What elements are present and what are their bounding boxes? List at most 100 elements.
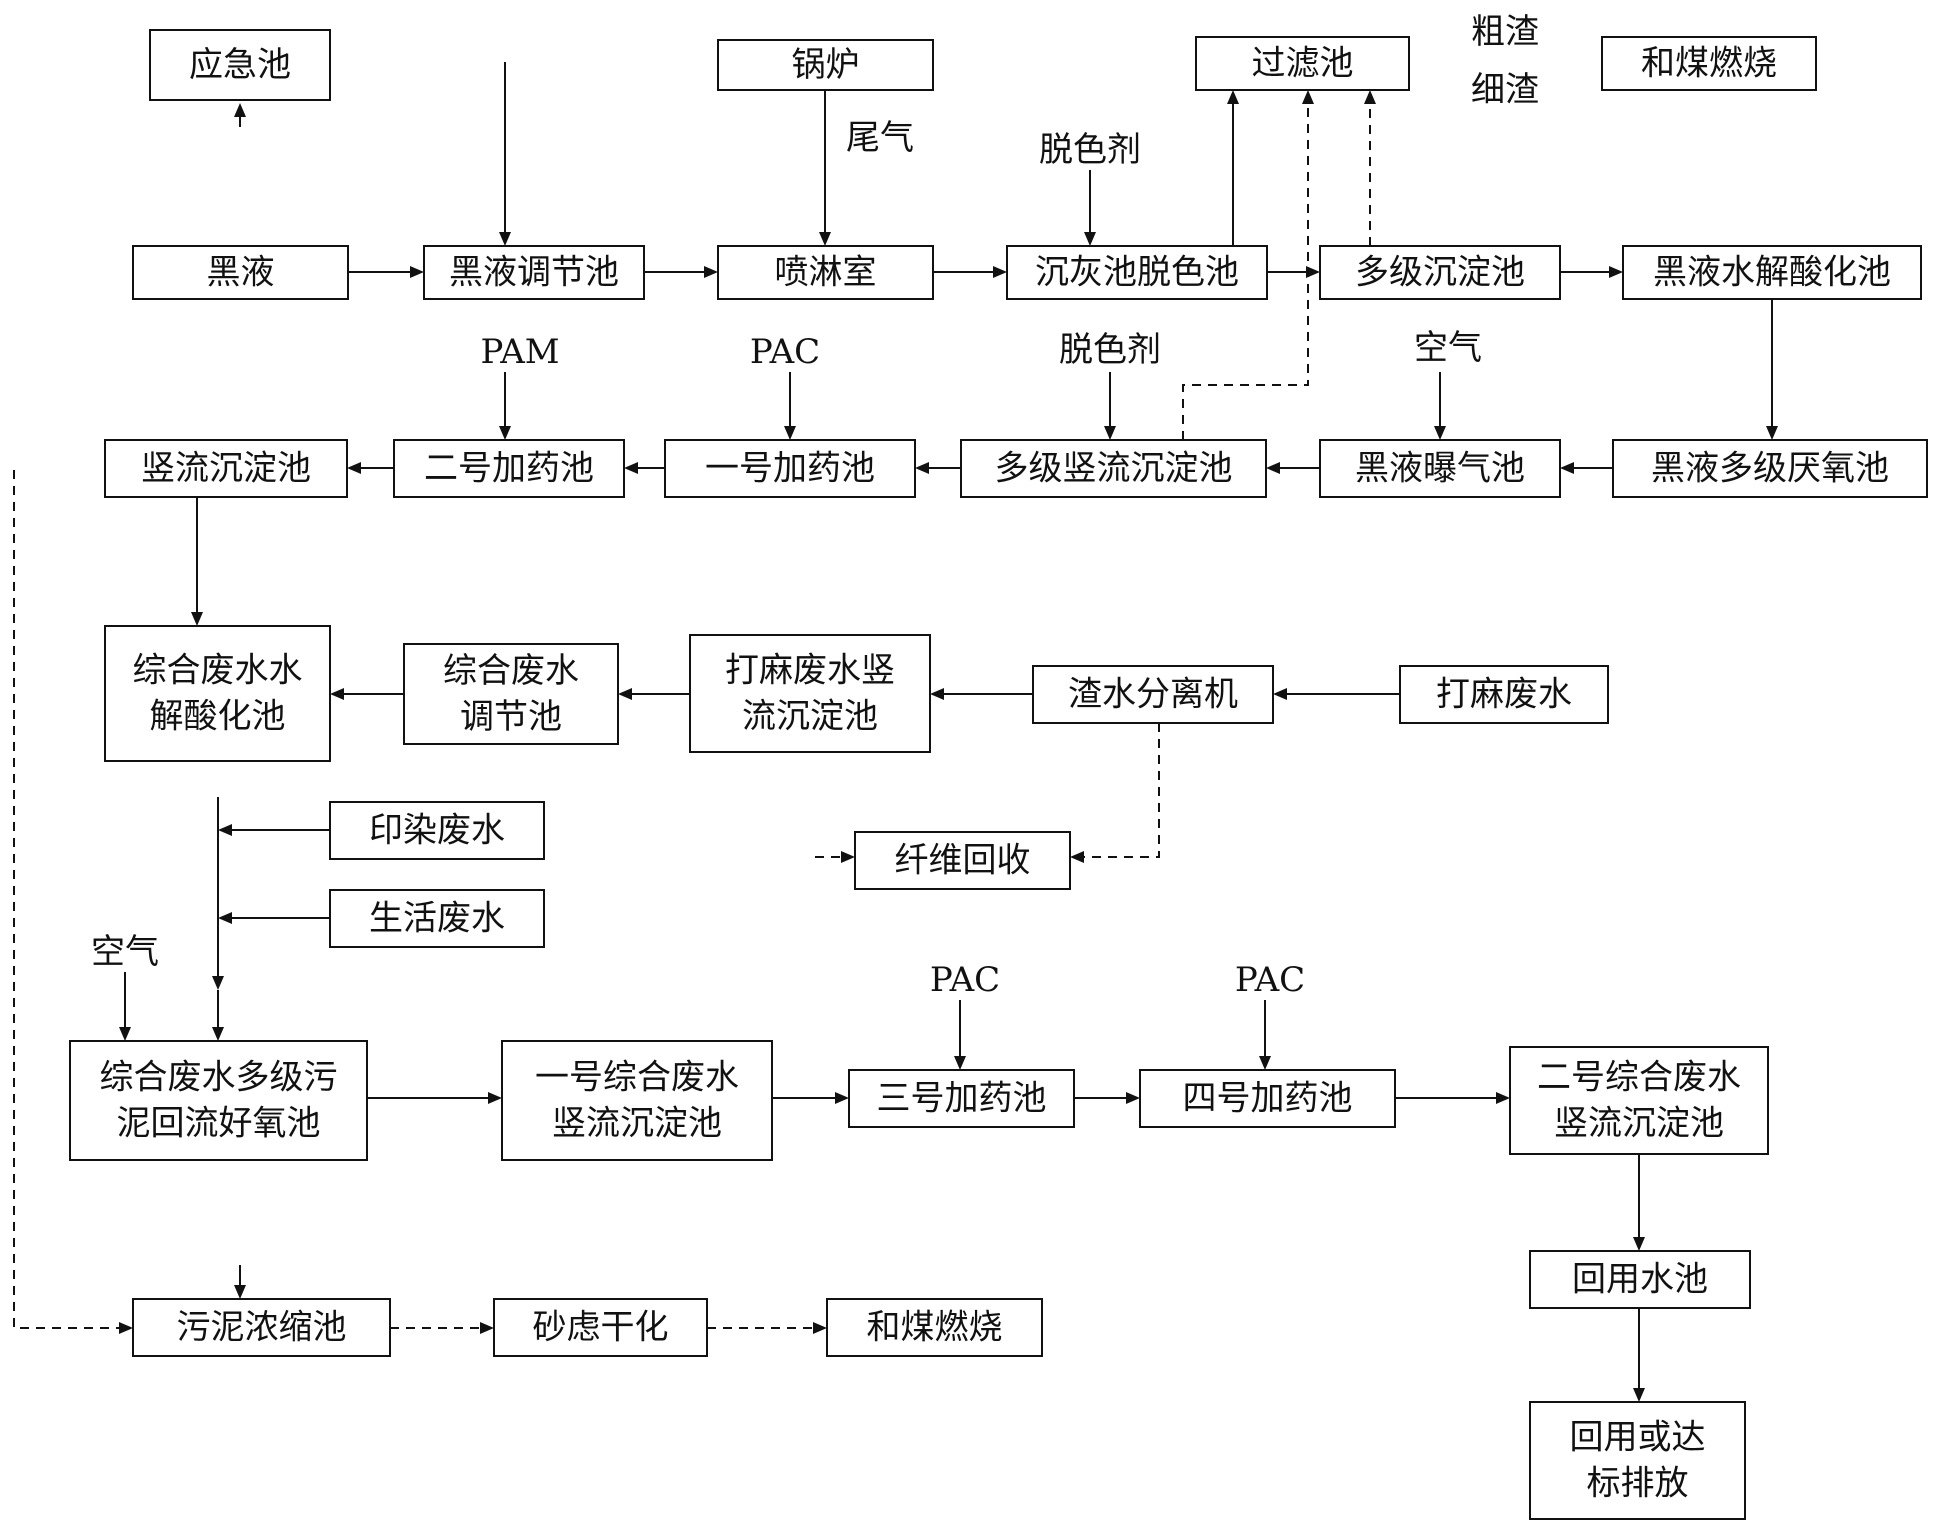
arrow-head (330, 688, 344, 700)
arrow-head (1633, 1388, 1645, 1402)
flow-edge (1395, 1092, 1510, 1104)
arrow-head (119, 1027, 131, 1041)
node-chenhui: 沉灰池脱色池 (1006, 245, 1268, 300)
flow-edge (348, 266, 424, 278)
node-guolu: 锅炉 (717, 39, 934, 91)
node-box (1006, 245, 1268, 300)
node-erhao: 二号加药池 (393, 439, 625, 498)
arrow-head (1227, 90, 1239, 104)
node-kongqi1: 空气 (1414, 328, 1482, 368)
node-shuliu: 竖流沉淀池 (104, 439, 348, 498)
arrow-head (1273, 688, 1287, 700)
node-baoqi: 黑液曝气池 (1319, 439, 1561, 498)
node-box (1195, 36, 1410, 91)
arrow-head (1070, 851, 1084, 863)
node-label: 黑液水解酸化池 (1653, 253, 1891, 293)
node-box (329, 801, 545, 860)
node-label: 回用水池 (1572, 1260, 1708, 1300)
node-box (329, 889, 545, 948)
node-label: PAM (480, 332, 559, 372)
node-duoji_cd: 多级沉淀池 (1319, 245, 1561, 300)
arrow-head (618, 688, 632, 700)
flow-edge (1084, 170, 1096, 246)
flow-edge (1273, 688, 1400, 700)
node-box (1399, 665, 1609, 724)
node-label: 流沉淀池 (742, 697, 878, 737)
arrow-head (1259, 1056, 1271, 1070)
arrow-head (212, 1027, 224, 1041)
flow-edge (191, 497, 203, 626)
arrow-head (234, 103, 246, 117)
node-label: 尾气 (846, 118, 914, 158)
node-huiyong: 回用水池 (1529, 1250, 1751, 1309)
node-label: 空气 (1414, 328, 1482, 368)
node-box (1601, 36, 1817, 91)
flow-nodes: 应急池锅炉过滤池粗渣细渣和煤燃烧尾气脱色剂黑液黑液调节池喷淋室沉灰池脱色池多级沉… (69, 12, 1928, 1520)
node-box (1139, 1069, 1396, 1128)
arrow-head (1126, 1092, 1140, 1104)
flow-edge (119, 972, 131, 1041)
node-label: 脱色剂 (1039, 130, 1141, 170)
flow-edge (1182, 90, 1314, 440)
arrow-head (835, 1092, 849, 1104)
node-label: 一号综合废水 (535, 1058, 739, 1098)
arrow-head (930, 688, 944, 700)
flow-edge (1434, 372, 1446, 440)
node-guolv: 过滤池 (1195, 36, 1410, 91)
node-label: 调节池 (460, 697, 562, 737)
node-tuose1: 脱色剂 (1039, 130, 1141, 170)
arrow-head (499, 426, 511, 440)
arrow-head (410, 266, 424, 278)
flow-edge (1074, 1092, 1140, 1104)
node-box (1622, 245, 1922, 300)
node-label: 脱色剂 (1059, 330, 1161, 370)
node-yinran: 印染废水 (329, 801, 545, 860)
node-label: 黑液曝气池 (1355, 449, 1525, 489)
node-shenghuo: 生活废水 (329, 889, 545, 948)
flow-edge (330, 688, 404, 700)
node-dama: 打麻废水 (1399, 665, 1609, 724)
flow-edge (1070, 723, 1160, 863)
arrow-head (1306, 266, 1320, 278)
node-box (132, 245, 349, 300)
edge-line (1182, 104, 1309, 440)
node-zhashui: 渣水分离机 (1032, 665, 1274, 724)
node-box (1612, 439, 1928, 498)
arrow-head (841, 851, 855, 863)
node-label: 竖流沉淀池 (141, 449, 311, 489)
arrow-head (119, 1322, 133, 1334)
node-box (848, 1069, 1075, 1128)
node-hemei2: 和煤燃烧 (826, 1298, 1043, 1357)
node-label: 锅炉 (792, 45, 860, 85)
flow-edge (1766, 299, 1778, 440)
node-label: 黑液调节池 (449, 253, 619, 293)
node-pac1: PAC (750, 332, 820, 372)
node-label: 综合废水 (443, 651, 579, 691)
node-box (1529, 1250, 1751, 1309)
node-box (493, 1298, 708, 1357)
node-penlin: 喷淋室 (717, 245, 934, 300)
node-box (689, 634, 931, 753)
flow-edge (367, 1092, 502, 1104)
node-box (104, 439, 348, 498)
node-label: 空气 (91, 932, 159, 972)
node-label: 砂虑干化 (533, 1308, 669, 1348)
node-box (403, 643, 619, 745)
node-label: 三号加药池 (877, 1079, 1047, 1119)
node-box (717, 245, 934, 300)
edge-line (13, 470, 119, 1329)
node-label: 生活废水 (369, 899, 505, 939)
node-sihao: 四号加药池 (1139, 1069, 1396, 1128)
node-box (149, 29, 331, 101)
node-label: 回用或达 (1570, 1418, 1706, 1458)
flow-edge (212, 990, 224, 1041)
node-box (826, 1298, 1043, 1357)
flow-edge (707, 1322, 827, 1334)
flow-edge (218, 824, 330, 836)
node-pam: PAM (480, 332, 559, 372)
node-pac4: PAC (1235, 960, 1305, 1000)
